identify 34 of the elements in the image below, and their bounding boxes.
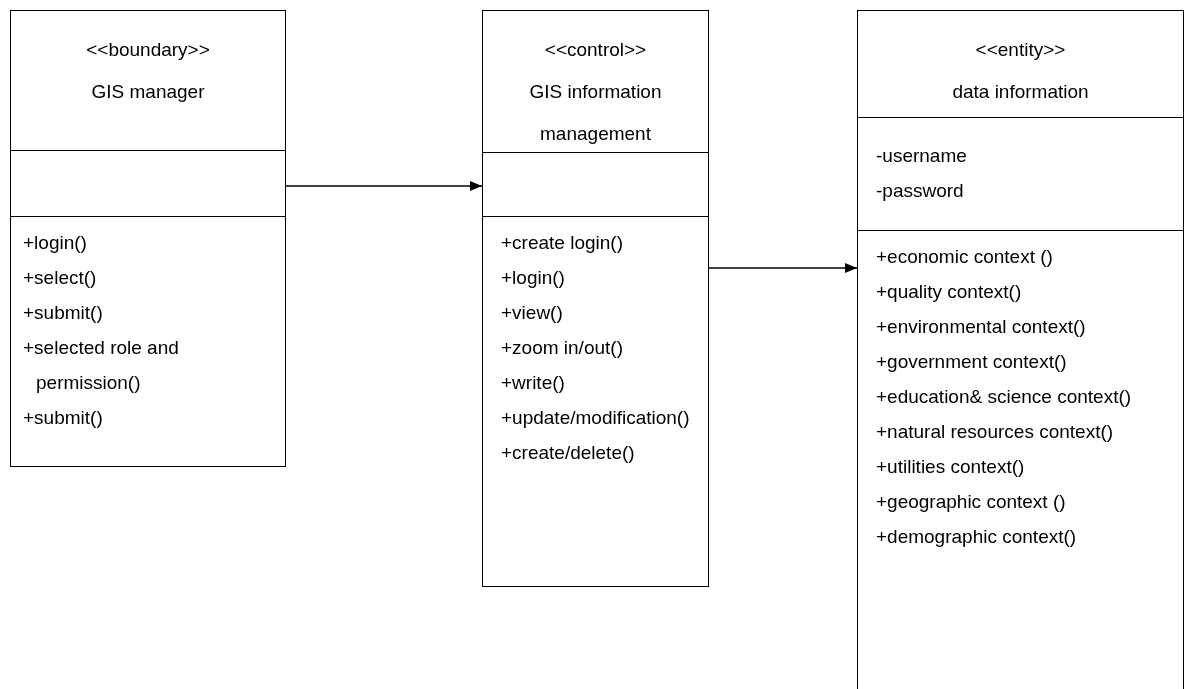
operation-text: +create login(): [501, 231, 624, 255]
operation-text: +select(): [23, 266, 98, 290]
attribute-text: -password: [876, 179, 965, 203]
class-box: [10, 10, 286, 467]
operation-text: +submit(): [23, 406, 104, 430]
operation-text: +login(): [23, 231, 88, 255]
operation-text: +update/modification(): [501, 406, 691, 430]
arrow: [708, 263, 858, 273]
class-box: [482, 10, 709, 587]
operation-text: +natural resources context(): [876, 420, 1115, 444]
operation-text: +demographic context(): [876, 525, 1078, 549]
operation-text: +education& science context(): [876, 385, 1133, 409]
operation-text: +economic context (): [876, 245, 1054, 269]
operation-text: +environmental context(): [876, 315, 1087, 339]
operation-text: +quality context(): [876, 280, 1023, 304]
operation-text: +submit(): [23, 301, 104, 325]
class-name: GIS manager: [90, 80, 206, 104]
stereotype-label: <<boundary>>: [85, 38, 211, 62]
stereotype-label: <<entity>>: [974, 38, 1067, 62]
class-name: data information: [951, 80, 1090, 104]
operation-text: +zoom in/out(): [501, 336, 624, 360]
operation-text: +create/delete(): [501, 441, 636, 465]
arrow: [285, 181, 483, 191]
operation-text: +view(): [501, 301, 564, 325]
operation-text: +write(): [501, 371, 566, 395]
stereotype-label: <<control>>: [543, 38, 648, 62]
class-box: [857, 10, 1184, 689]
operation-text: +government context(): [876, 350, 1068, 374]
operation-text: +geographic context (): [876, 490, 1067, 514]
operation-text: +selected role and permission(): [23, 336, 180, 395]
attribute-text: -username: [876, 144, 968, 168]
operation-text: +utilities context(): [876, 455, 1026, 479]
operation-text: +login(): [501, 266, 566, 290]
class-name: GIS information management: [528, 80, 663, 146]
